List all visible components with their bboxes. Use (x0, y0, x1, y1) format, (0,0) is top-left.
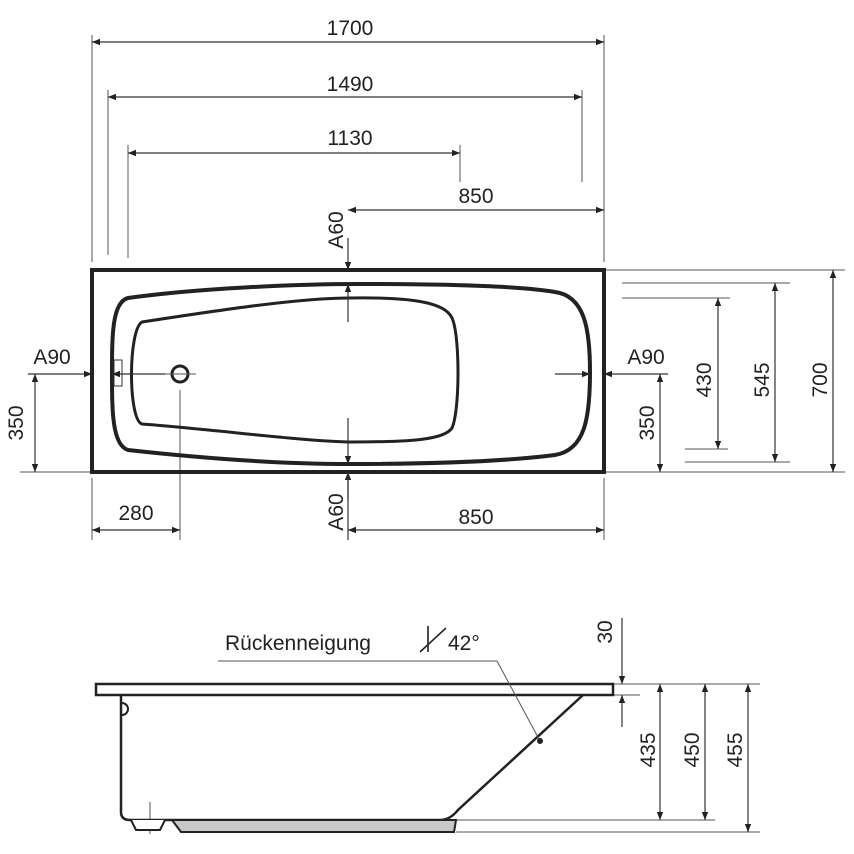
overflow-mark (113, 359, 123, 387)
extension-lines-side (149, 683, 760, 834)
tub-rim-side (94, 682, 615, 697)
dimension-lines (28, 38, 837, 540)
overflow-bump (121, 702, 129, 716)
a60-bottom-label: A60 (325, 493, 348, 530)
dim-350-left-label: 350 (5, 405, 28, 440)
tub-base-support (170, 819, 458, 833)
drain-icon (165, 364, 196, 384)
dim-1700-label: 1700 (327, 17, 374, 40)
backrest-label: Rückenneigung (225, 632, 371, 655)
dim-1490-label: 1490 (327, 73, 374, 96)
backrest-angle-label: 42° (448, 632, 480, 655)
extension-lines (20, 35, 845, 540)
dim-30-label: 30 (594, 620, 617, 643)
angle-symbol-icon (419, 626, 447, 653)
top-view: 1700 1490 1130 850 850 280 A60 A60 A90 A… (5, 17, 845, 540)
dim-545-label: 545 (751, 362, 774, 397)
dim-450-label: 450 (681, 732, 704, 767)
backrest-leader (218, 660, 543, 744)
a90-left-label: A90 (33, 346, 70, 369)
tub-basin-outline (109, 281, 593, 467)
a60-top-label: A60 (325, 211, 348, 248)
dim-700-label: 700 (809, 362, 832, 397)
dim-850-bottom-label: 850 (458, 506, 493, 529)
tub-body-side (119, 694, 584, 822)
dim-280-label: 280 (118, 502, 153, 525)
dim-1130-label: 1130 (327, 127, 372, 150)
tub-foot-left (130, 819, 166, 831)
a90-right-label: A90 (627, 346, 664, 369)
dim-430-label: 430 (693, 362, 716, 397)
dim-435-label: 435 (637, 732, 660, 767)
side-view: Rückenneigung 42° 30 435 450 455 (94, 618, 760, 834)
backrest-text: Rückenneigung (225, 632, 371, 655)
dim-350-right-label: 350 (636, 405, 659, 440)
dimension-lines-side (618, 618, 752, 832)
tub-inner-bottom-outline (130, 296, 460, 444)
dim-850-top-label: 850 (458, 185, 493, 208)
dim-455-label: 455 (724, 732, 747, 767)
